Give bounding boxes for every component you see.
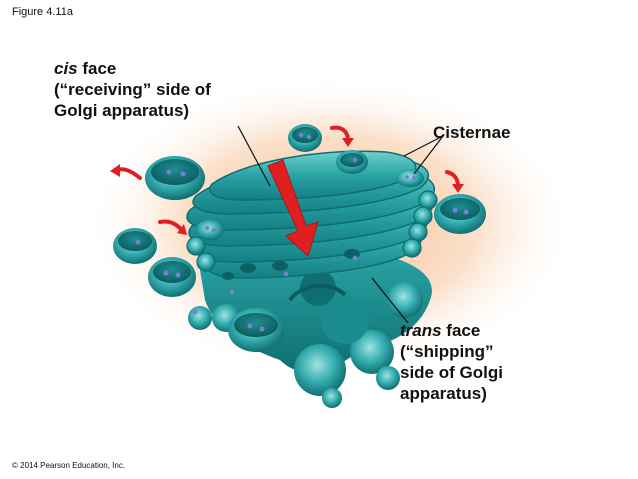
trans-term: trans [400, 321, 442, 340]
trans-line-3: side of Golgi [400, 363, 503, 382]
cis-line-2: (“receiving” side of [54, 80, 211, 99]
cis-to-trans-arrow-icon [267, 159, 319, 257]
copyright-notice: © 2014 Pearson Education, Inc. [12, 461, 126, 470]
vesicle [145, 156, 205, 200]
cis-leader-line [237, 125, 271, 187]
cis-face-label: cis face (“receiving” side of Golgi appa… [54, 58, 211, 121]
trans-line-4: apparatus) [400, 384, 487, 403]
vesicle-small [188, 306, 212, 330]
cis-face-text: face [77, 59, 117, 78]
vesicle [336, 150, 368, 174]
transport-arrows [110, 125, 464, 235]
vesicle [113, 228, 157, 264]
vesicle [228, 308, 284, 352]
cisternae-stack [186, 150, 436, 279]
leader-lines [237, 125, 444, 324]
cis-term: cis [54, 59, 78, 78]
vesicle [288, 124, 322, 152]
cisternae-curled-ends [186, 190, 438, 272]
trans-line-2: (“shipping” [400, 342, 494, 361]
cis-line-3: Golgi apparatus) [54, 101, 190, 120]
vesicles [113, 124, 486, 352]
vesicle [396, 169, 424, 187]
cisternae-label: Cisternae [433, 123, 511, 142]
cisternae-leader-line [403, 135, 444, 157]
trans-face-label: trans face (“shipping” side of Golgi app… [400, 320, 503, 404]
vesicle [196, 220, 224, 240]
vesicle-dots [192, 255, 358, 315]
vesicle [434, 194, 486, 234]
trans-face-text: face [441, 321, 481, 340]
vesicle [148, 257, 196, 297]
figure-label: Figure 4.11a [12, 6, 73, 18]
trans-leader-line [371, 277, 409, 324]
cisternae-leader-line [413, 135, 444, 175]
